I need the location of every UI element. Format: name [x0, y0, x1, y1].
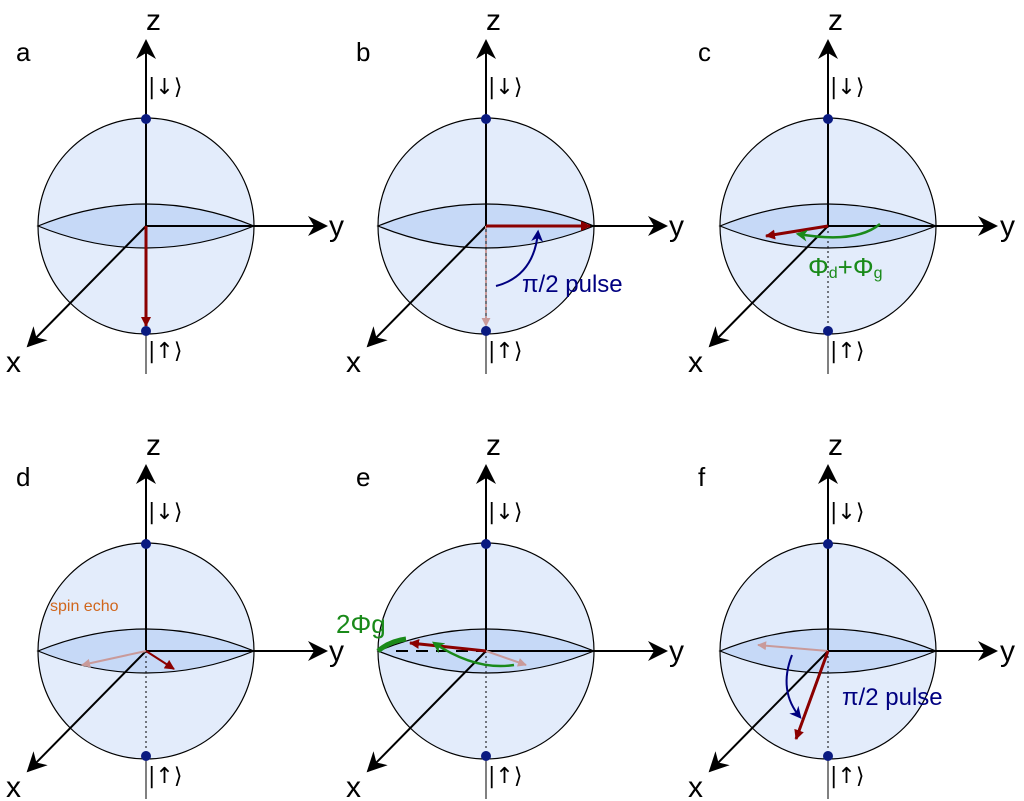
panel-b: b z y x π/2 pulse |↓⟩ |↑⟩ [346, 4, 684, 379]
y-axis-label: y [669, 210, 684, 243]
pulse-annotation: π/2 pulse [522, 271, 623, 298]
z-axis-label: z [146, 4, 161, 37]
ket-up: |↑⟩ [148, 764, 182, 789]
phase-annotation: Φd+Φg [808, 252, 883, 282]
north-pole-dot [481, 114, 491, 124]
z-axis-label: z [486, 429, 501, 462]
south-pole-dot [481, 751, 491, 761]
panel-label-b: b [356, 37, 370, 67]
y-axis-label: y [669, 635, 684, 668]
ket-down: |↓⟩ [488, 75, 522, 100]
south-pole-dot [481, 326, 491, 336]
y-axis-label: y [1000, 635, 1015, 668]
panel-f: f z y x π/2 pulse |↓⟩ |↑⟩ [688, 429, 1015, 801]
ket-up: |↑⟩ [830, 339, 864, 364]
panel-label-c: c [698, 37, 711, 67]
south-pole-dot [141, 751, 151, 761]
ket-up: |↑⟩ [488, 764, 522, 789]
x-axis-label: x [346, 771, 361, 801]
z-axis-label: z [828, 4, 843, 37]
north-pole-dot [141, 539, 151, 549]
ket-up: |↑⟩ [830, 764, 864, 789]
z-axis-label: z [828, 429, 843, 462]
x-axis-label: x [688, 346, 703, 379]
north-pole-dot [823, 539, 833, 549]
x-axis-label: x [6, 771, 21, 801]
phase-annotation: 2Φg [336, 609, 386, 639]
ket-up: |↑⟩ [488, 339, 522, 364]
ket-down: |↓⟩ [148, 75, 182, 100]
panel-label-a: a [16, 37, 31, 67]
ket-up: |↑⟩ [148, 339, 182, 364]
panel-e: e z y x 2Φg |↓⟩ |↑⟩ [336, 429, 684, 801]
panel-label-d: d [16, 462, 30, 492]
north-pole-dot [141, 114, 151, 124]
ket-down: |↓⟩ [830, 75, 864, 100]
south-pole-dot [823, 751, 833, 761]
panel-d: d z y x spin echo |↓⟩ |↑⟩ [6, 429, 344, 801]
y-axis-label: y [1000, 210, 1015, 243]
panel-a: a z y x |↓⟩ |↑⟩ [6, 4, 344, 379]
ket-down: |↓⟩ [488, 500, 522, 525]
z-axis-label: z [486, 4, 501, 37]
south-pole-dot [823, 326, 833, 336]
south-pole-dot [141, 326, 151, 336]
north-pole-dot [823, 114, 833, 124]
panel-label-e: e [356, 462, 370, 492]
panel-label-f: f [698, 462, 706, 492]
spin-echo-annotation: spin echo [50, 598, 119, 615]
pulse-annotation: π/2 pulse [842, 684, 943, 711]
ket-down: |↓⟩ [830, 500, 864, 525]
y-axis-label: y [329, 635, 344, 668]
north-pole-dot [481, 539, 491, 549]
y-axis-label: y [329, 210, 344, 243]
x-axis-label: x [6, 346, 21, 379]
z-axis-label: z [146, 429, 161, 462]
ket-down: |↓⟩ [148, 500, 182, 525]
x-axis-label: x [346, 346, 361, 379]
panel-c: c z y x Φd+Φg |↓⟩ |↑⟩ [688, 4, 1015, 379]
x-axis-label: x [688, 771, 703, 801]
